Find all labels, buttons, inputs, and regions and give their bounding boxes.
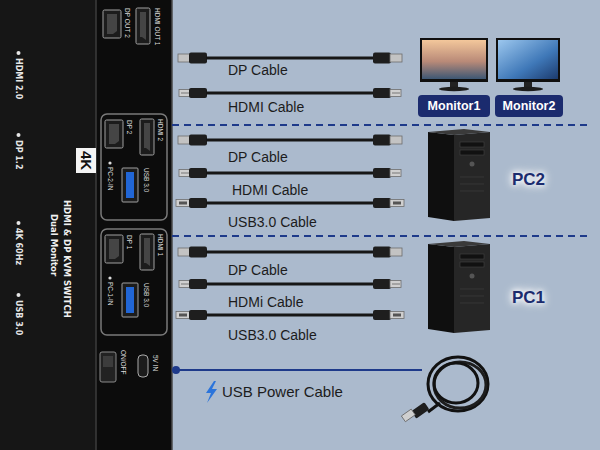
cable-label: HDMI Cable <box>232 182 308 198</box>
product-name: HDMI & DP KVM SWITCH <box>61 200 72 318</box>
kvm-switch-body: 4K HDMI & DP KVM SWITCHDual Monitor <box>0 0 172 450</box>
monitor-bezel <box>420 38 488 82</box>
port-label: PC-2-IN <box>106 167 114 190</box>
device-front-face <box>96 0 172 450</box>
cable-label: USB Power Cable <box>222 383 343 400</box>
coiled-cable <box>434 363 478 403</box>
port-label: HDMI 2 <box>156 119 164 141</box>
port-label: USB 3.0 <box>142 283 150 307</box>
usb-cable <box>176 198 404 208</box>
rocker-switch-half <box>103 356 113 367</box>
monitor-base <box>513 87 543 91</box>
spec-label: USB 3.0 <box>14 300 23 335</box>
bullet-dot <box>17 51 21 55</box>
bullet-dot <box>108 276 111 279</box>
coiled-cable <box>434 362 486 408</box>
bullet-dot <box>17 221 21 225</box>
dp-cable <box>178 135 402 146</box>
port-label: ON/OFF <box>119 350 127 375</box>
monitor-badge: Monitor1 <box>418 95 490 117</box>
hdmi-port <box>136 8 150 44</box>
coiled-cable <box>428 357 488 411</box>
pc-label: PC2 <box>512 170 545 190</box>
dp-port <box>103 10 121 38</box>
usb-plug-metal <box>401 409 415 422</box>
monitor-screen <box>422 40 486 79</box>
port-label: 5V IN <box>151 355 159 371</box>
port-label: PC-1-IN <box>106 282 114 305</box>
leader-dot <box>172 366 180 374</box>
hdmi-cable <box>179 279 401 289</box>
cable-label: DP Cable <box>228 262 288 278</box>
cable-label: USB3.0 Cable <box>228 214 317 230</box>
bullet-dot <box>108 161 111 164</box>
port-label: HDMI OUT 1 <box>153 8 161 45</box>
pc-label: PC1 <box>512 288 545 308</box>
spec-label: 4K 60Hz <box>14 228 23 265</box>
cable-label: DP Cable <box>228 62 288 78</box>
pc-tower <box>428 241 490 333</box>
device-edge <box>171 0 173 450</box>
hdmi-cable <box>179 168 401 178</box>
dp-cable <box>178 53 402 64</box>
section-divider <box>172 235 592 237</box>
port-group-frame <box>101 114 167 220</box>
power-leader-line <box>176 369 422 371</box>
product-subtitle: Dual Monitor <box>48 214 59 276</box>
port-label: DP OUT 2 <box>123 8 131 38</box>
cable-label: DP Cable <box>228 149 288 165</box>
port-label: HDMI 1 <box>156 234 164 256</box>
dp-cable <box>178 247 402 258</box>
port-label: DP 2 <box>125 120 133 134</box>
hdmi-port <box>140 119 154 155</box>
rocker-switch <box>100 352 116 382</box>
device-side-face <box>0 0 97 450</box>
bullet-dot <box>17 293 21 297</box>
monitor-bezel <box>496 38 560 82</box>
dp-port <box>105 235 123 263</box>
monitor-screen <box>498 40 558 79</box>
usb-c-port <box>138 355 148 377</box>
hdmi-cable <box>179 88 401 98</box>
bullet-dot <box>17 133 21 137</box>
resolution-badge: 4K <box>76 148 96 173</box>
cable-wire <box>428 403 440 412</box>
spec-label: DP 1.2 <box>14 140 23 169</box>
dp-port <box>105 120 123 148</box>
port-label: DP 1 <box>125 235 133 249</box>
port-group-frame <box>101 229 167 335</box>
device-edge <box>95 0 97 450</box>
lightning-icon <box>206 381 217 403</box>
hdmi-port <box>140 234 154 270</box>
usb-port <box>122 168 138 202</box>
spec-label: HDMI 2.0 <box>14 58 23 99</box>
cable-label: HDMi Cable <box>228 294 303 310</box>
monitor-badge: Monitor2 <box>495 95 563 117</box>
cable-label: USB3.0 Cable <box>228 327 317 343</box>
monitor-base <box>439 87 469 91</box>
section-divider <box>172 124 592 126</box>
cable-label: HDMI Cable <box>228 99 304 115</box>
monitor-name: Monitor1 <box>428 99 481 113</box>
usb-cable <box>176 310 404 320</box>
pc-tower <box>428 129 490 221</box>
port-label: USB 3.0 <box>142 168 150 192</box>
monitor-name: Monitor2 <box>503 99 556 113</box>
usb-port <box>122 283 138 317</box>
